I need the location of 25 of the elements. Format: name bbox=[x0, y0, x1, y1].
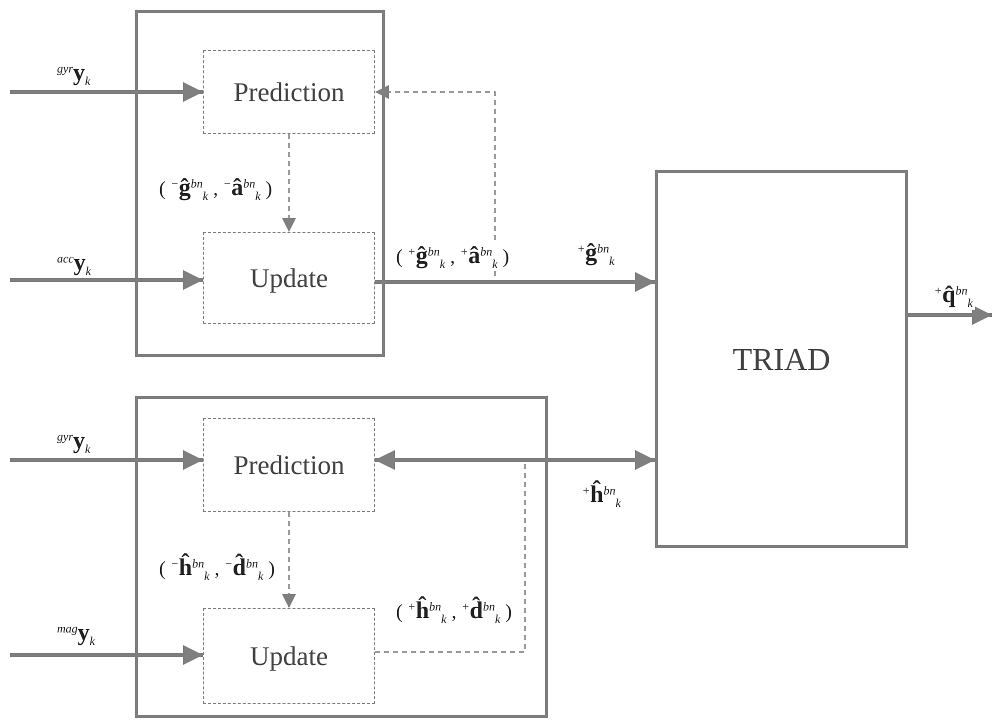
arrow bbox=[10, 645, 203, 665]
group-frame bbox=[135, 10, 385, 357]
edge-label: ( $^{+}$ĝ$^{bn}$$_{k}$ , $^{+}$â$^{bn}$$_{k}$ ) bbox=[394, 243, 512, 271]
arrow bbox=[10, 270, 203, 290]
edge-label: ( $^{−}$ĥ$^{bn}$$_{k}$ , $^{−}$d̂$^{bn}$$_{k}$ ) bbox=[157, 555, 277, 583]
block-title: Update bbox=[250, 262, 328, 294]
process-box bbox=[203, 50, 375, 134]
dashed-arrow bbox=[282, 512, 296, 608]
arrow bbox=[375, 272, 655, 292]
process-box bbox=[203, 418, 375, 512]
block-title: Prediction bbox=[234, 450, 344, 480]
arrow bbox=[10, 82, 203, 102]
dashed-arrow bbox=[282, 134, 296, 232]
edge-label: ( $^{−}$ĝ$^{bn}$$_{k}$ , $^{−}$â$^{bn}$$_{k}$ ) bbox=[157, 175, 274, 203]
block-title: Update bbox=[250, 640, 328, 672]
process-box bbox=[203, 232, 375, 324]
block-title: TRIAD bbox=[732, 340, 830, 378]
process-block bbox=[655, 170, 908, 548]
block-title: Prediction bbox=[234, 76, 344, 108]
process-box bbox=[203, 608, 375, 704]
arrow bbox=[375, 450, 655, 470]
arrow bbox=[908, 305, 992, 325]
arrow bbox=[10, 450, 203, 470]
edge-label: ( $^{+}$ĥ$^{bn}$$_{k}$ , $^{+}$d̂$^{bn}$$_{k}$ ) bbox=[394, 598, 514, 626]
group-frame bbox=[135, 396, 548, 718]
